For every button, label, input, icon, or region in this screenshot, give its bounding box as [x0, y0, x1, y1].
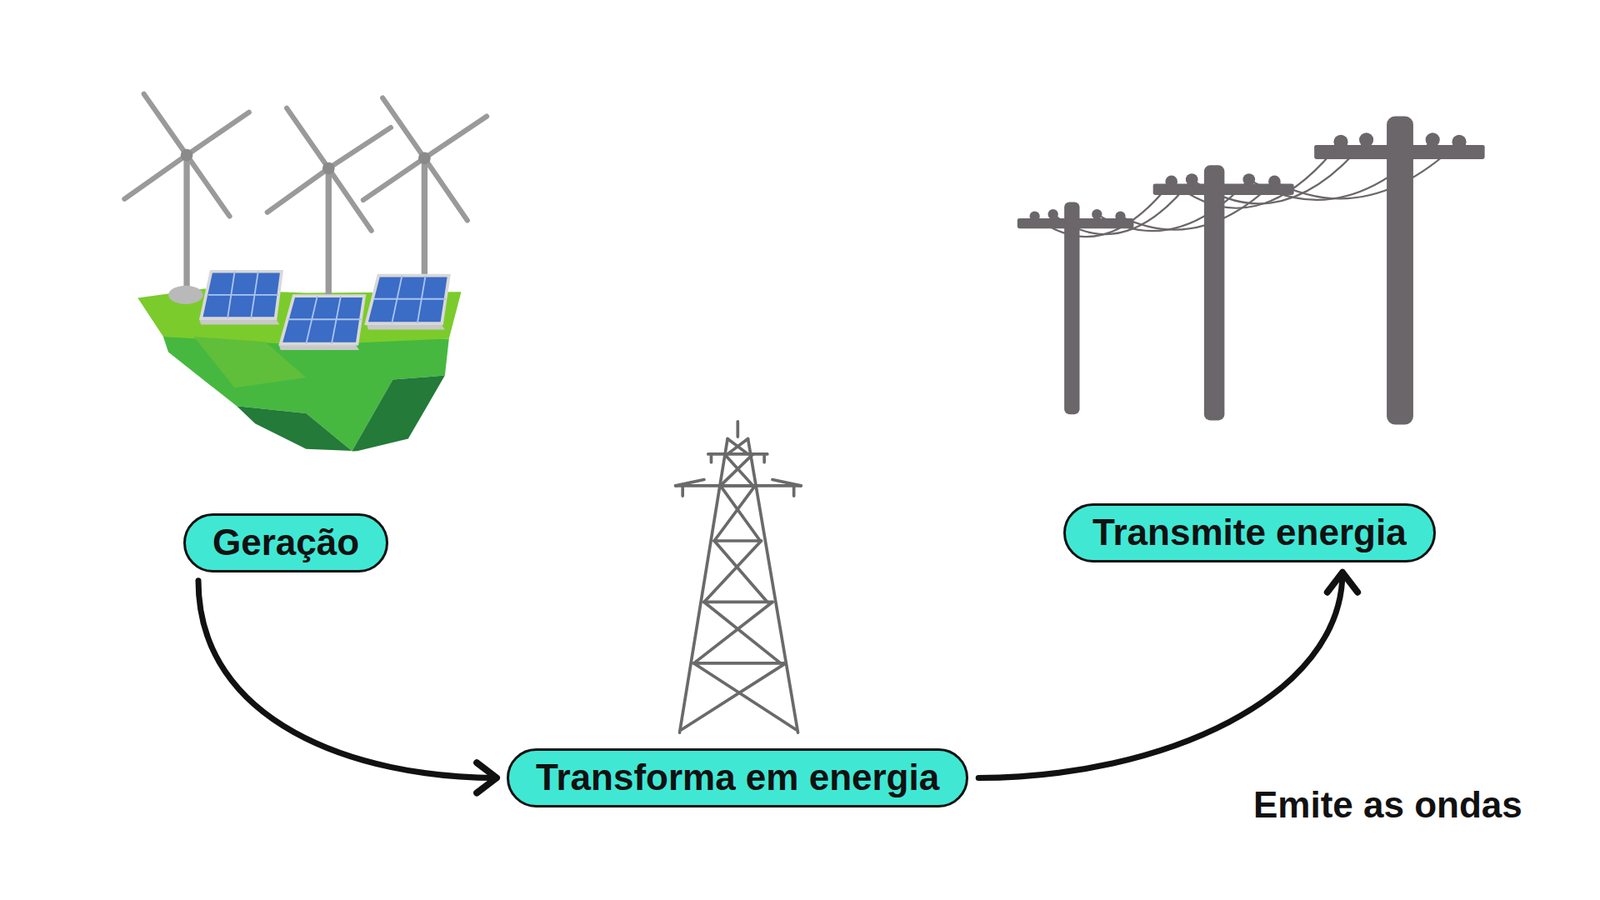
node-text: Transmite energia	[1092, 510, 1407, 555]
process-pill: Geração	[183, 513, 389, 573]
power-wires	[1035, 140, 1460, 237]
flow-arrow	[978, 572, 1358, 779]
flow-arrow	[198, 580, 497, 794]
solar-panels	[199, 271, 450, 350]
turbine-base	[168, 285, 204, 305]
arrow-line	[978, 572, 1343, 779]
turbine-hubs	[180, 149, 431, 175]
wind-turbines	[124, 94, 487, 296]
island-shadow	[236, 375, 445, 452]
arrow-line	[198, 580, 497, 779]
edge-label: Emite as ondas	[1250, 783, 1526, 828]
arrow-head	[1327, 572, 1358, 593]
arrow-head	[476, 762, 497, 793]
transmission-tower	[675, 421, 802, 733]
node-text: Geração	[212, 520, 360, 565]
process-pill: Transforma em energia	[506, 748, 969, 808]
node-text: Transforma em energia	[535, 755, 940, 800]
utility-poles	[1017, 116, 1485, 425]
island-side	[163, 336, 450, 451]
process-pill: Transmite energia	[1063, 503, 1436, 563]
